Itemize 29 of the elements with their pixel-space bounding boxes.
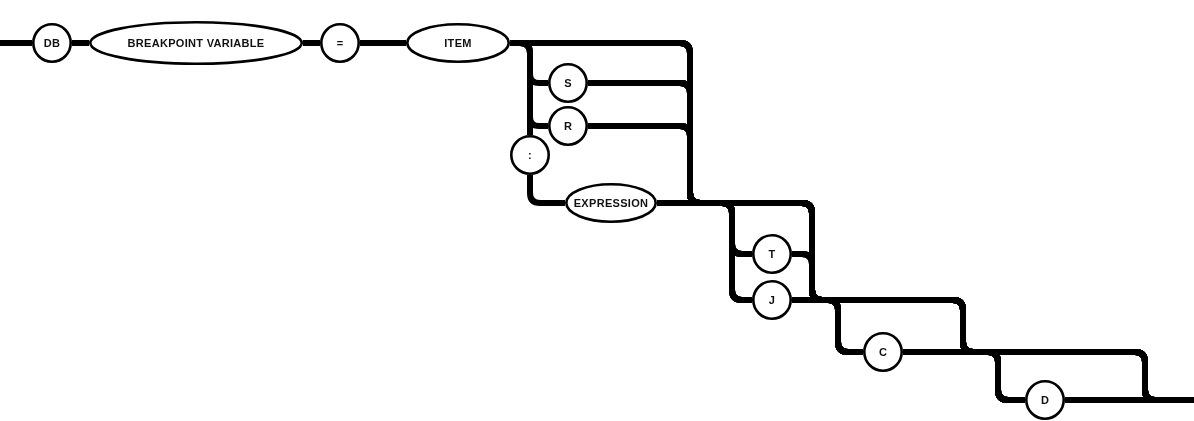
- syntax-oval: [406, 23, 510, 63]
- keyword-label: ITEM: [443, 37, 473, 49]
- keyword-label: BREAKPOINT VARIABLE: [126, 37, 266, 49]
- syntax-circle: [863, 332, 903, 372]
- syntax-circle: [32, 23, 72, 63]
- syntax-circle: [1025, 380, 1065, 420]
- syntax-circle: [548, 63, 588, 103]
- keyword-label: EXPRESSION: [572, 197, 650, 209]
- syntax-oval: [89, 21, 303, 65]
- keyword-label: :: [527, 149, 533, 161]
- syntax-oval: [565, 183, 657, 223]
- keyword-label: T: [767, 248, 777, 260]
- syntax-circle: [752, 234, 792, 274]
- keyword-label: C: [877, 346, 889, 358]
- syntax-circle: [548, 106, 588, 146]
- railroad-line: [0, 40, 32, 46]
- keyword-label: D: [1039, 394, 1051, 406]
- keyword-label: J: [767, 294, 777, 306]
- keyword-label: S: [563, 77, 573, 89]
- keyword-label: DB: [42, 37, 62, 49]
- syntax-circle: [510, 135, 550, 175]
- keyword-label: =: [335, 37, 345, 49]
- railroad-line: [72, 40, 89, 46]
- syntax-circle: [320, 23, 360, 63]
- keyword-label: R: [562, 120, 574, 132]
- railroad-line: [1065, 397, 1194, 403]
- syntax-circle: [752, 280, 792, 320]
- railroad-line: [303, 40, 320, 46]
- railroad-line: [360, 40, 406, 46]
